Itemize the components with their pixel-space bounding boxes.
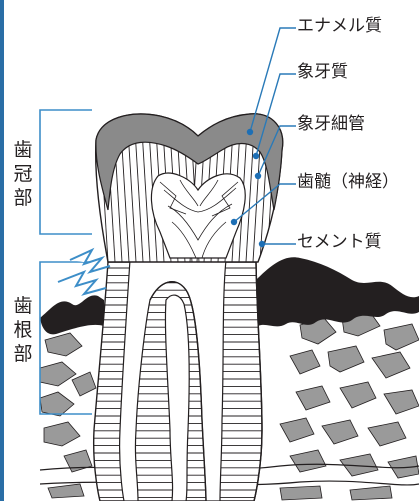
tooth-root <box>90 260 266 501</box>
label-root-char: 歯 <box>12 294 34 318</box>
pain-lightning-icon <box>58 250 110 294</box>
label-root-char: 根 <box>12 318 34 342</box>
label-crown-char: 冠 <box>12 162 34 186</box>
label-cementum: セメント質 <box>297 232 382 252</box>
label-pulp: 歯髄（神経） <box>297 172 399 192</box>
label-crown-char: 歯 <box>12 138 34 162</box>
label-crown: 歯 冠 部 <box>12 138 34 210</box>
label-crown-char: 部 <box>12 186 34 210</box>
label-enamel: エナメル質 <box>297 16 382 36</box>
label-root-char: 部 <box>12 342 34 366</box>
label-dentinal-tubules: 象牙細管 <box>297 114 365 134</box>
label-dentin: 象牙質 <box>297 62 348 82</box>
tooth-crown <box>96 114 283 262</box>
label-root: 歯 根 部 <box>12 294 34 366</box>
